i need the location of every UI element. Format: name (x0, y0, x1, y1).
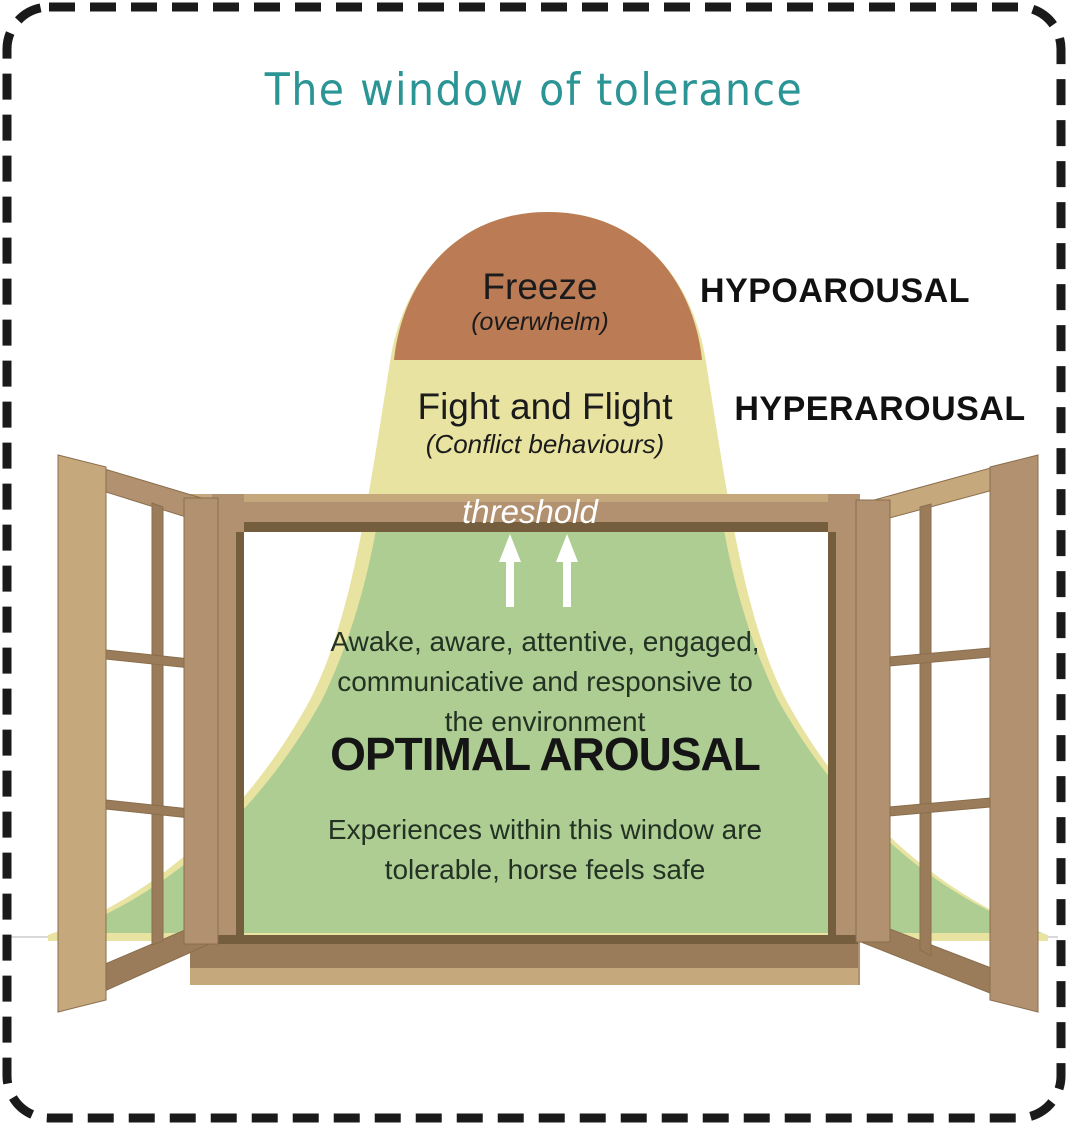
threshold-up-arrow-right-icon (556, 534, 578, 607)
optimal-description: Awake, aware, attentive, engaged, commun… (289, 622, 801, 742)
bell-brown-hypoarousal-zone (394, 212, 702, 360)
threshold-up-arrow-left-icon (499, 534, 521, 607)
left-pane-near-stile (183, 497, 219, 945)
window-right-jamb-lip (828, 532, 836, 935)
window-sill-lip (190, 935, 858, 944)
right-pane-vertical-muntin (919, 503, 932, 957)
diagram-title: The window of tolerance (264, 64, 804, 116)
fight-and-flight-label: Fight and Flight (417, 386, 673, 427)
window-top-bar-inner-lip (186, 522, 860, 532)
window-top-bar-highlight (186, 494, 860, 502)
window-left-jamb-lip (236, 532, 244, 935)
optimal-note: Experiences within this window are toler… (289, 810, 801, 890)
freeze-label: Freeze (482, 266, 598, 307)
hypoarousal-label: HYPOAROUSAL (700, 272, 970, 310)
freeze-sublabel: (overwhelm) (471, 308, 609, 336)
window-sill (190, 944, 858, 968)
hyperarousal-label: HYPERAROUSAL (734, 390, 1026, 428)
left-pane-vertical-muntin (151, 502, 164, 946)
optimal-description-line1: Awake, aware, attentive, engaged, (330, 626, 760, 657)
optimal-description-line3: the environment (444, 706, 646, 737)
optimal-description-line2: communicative and responsive to (337, 666, 753, 697)
fight-and-flight-sublabel: (Conflict behaviours) (425, 429, 665, 459)
right-pane-far-stile (989, 454, 1039, 1013)
threshold-label: threshold (462, 493, 598, 530)
left-pane-far-stile (57, 454, 107, 1013)
window-sill-front (190, 968, 858, 985)
optimal-arousal-label: OPTIMAL AROUSAL (330, 728, 761, 780)
bell-green-optimal-zone (62, 500, 1042, 933)
right-pane-near-stile (855, 499, 891, 943)
optimal-note-line2: tolerable, horse feels safe (384, 854, 706, 885)
optimal-note-line1: Experiences within this window are (327, 814, 763, 845)
